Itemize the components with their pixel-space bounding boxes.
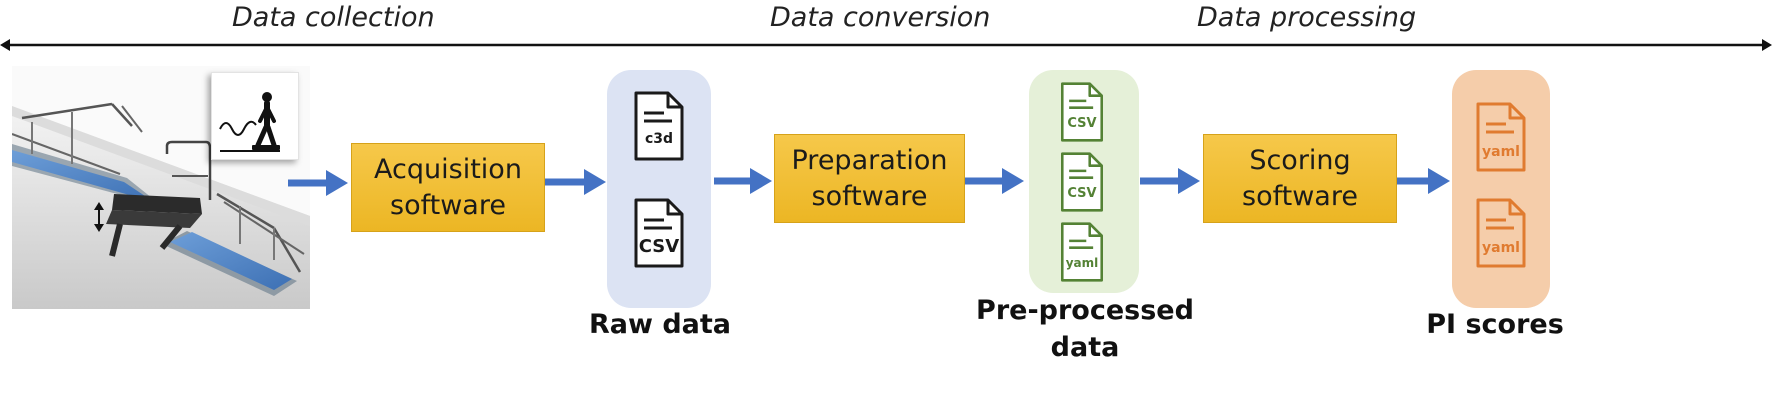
up-down-arrow-icon [94,202,104,232]
preparation-software-label: Preparation software [791,144,948,212]
preprocessed-data-caption: Pre-processed data [976,295,1194,363]
arrow-scoring-to-scores [1397,168,1450,194]
timeline-arrow [0,39,1772,51]
raw-file-2-tag: CSV [638,236,680,257]
acquisition-software-box: Acquisition software [351,143,545,232]
pre-file-1-tag: CSV [1067,116,1097,131]
arrow-acquisition-to-raw [545,169,606,195]
document-icon [1061,152,1103,212]
pre-file-3: yaml [1060,222,1104,282]
document-icon [634,91,684,161]
raw-file-1: c3d [634,91,684,161]
arrow-preparation-to-preprocessed [965,168,1024,194]
raw-file-1-tag: c3d [644,131,674,147]
phase-label-collection: Data collection [232,2,435,33]
acquisition-software-label: Acquisition software [374,153,522,221]
pre-file-3-tag: yaml [1065,256,1099,270]
phase-label-conversion: Data conversion [770,2,991,33]
score-file-2-tag: yaml [1482,240,1520,256]
document-icon [1476,198,1526,268]
raw-data-caption: Raw data [588,309,732,340]
walking-person-inset [211,72,299,160]
scoring-software-box: Scoring software [1203,134,1397,223]
document-icon [1476,102,1526,172]
score-file-1-tag: yaml [1482,144,1520,160]
arrow-preprocessed-to-scoring [1140,168,1200,194]
document-icon [634,198,684,268]
pre-file-1: CSV [1060,82,1104,142]
phase-label-processing: Data processing [1197,2,1417,33]
score-file-1: yaml [1476,102,1526,172]
walking-person-icon [219,92,280,152]
arrow-raw-to-preparation [714,168,772,194]
scoring-software-label: Scoring software [1242,144,1358,212]
pi-scores-caption: PI scores [1426,309,1564,340]
document-icon [1061,82,1103,142]
document-icon [1061,222,1103,282]
pre-file-2-tag: CSV [1067,186,1097,201]
preparation-software-box: Preparation software [774,134,965,223]
raw-file-2: CSV [634,198,684,268]
score-file-2: yaml [1476,198,1526,268]
pre-file-2: CSV [1060,152,1104,212]
treadmill-ramp-illustration [12,66,310,309]
arrow-illustration-to-acquisition [288,170,348,196]
